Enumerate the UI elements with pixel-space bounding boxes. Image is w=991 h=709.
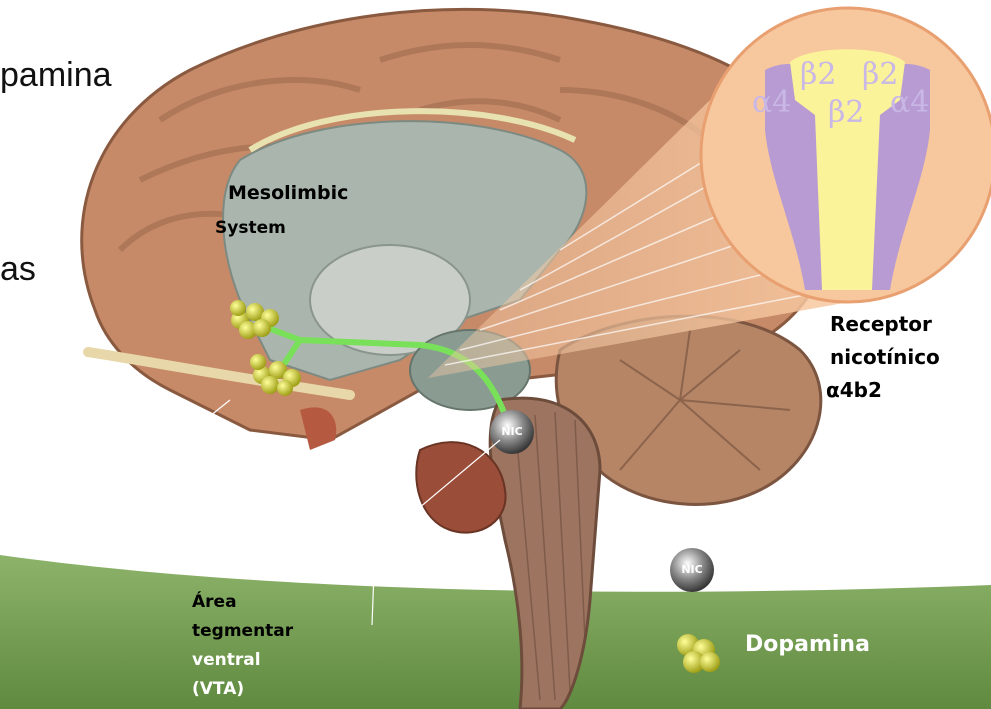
vta-label-line4: (VTA): [192, 679, 244, 699]
vta-label-line2: tegmentar: [192, 621, 293, 641]
slide-text-partial: as: [0, 250, 36, 289]
mesolimbic-label: Mesolimbic: [228, 182, 348, 204]
vta-label-line1: Área: [192, 592, 237, 612]
slide-text-dopamina-partial: pamina: [0, 56, 112, 95]
receptor-label-line3: α4b2: [826, 378, 882, 402]
dopamina-legend-label: Dopamina: [745, 632, 870, 657]
receptor-label-line2: nicotínico: [830, 345, 940, 369]
left-leader-line: [130, 400, 230, 480]
system-label: System: [215, 218, 286, 238]
receptor-label-line1: Receptor: [830, 312, 932, 336]
nic-label-brain: NIC: [495, 425, 529, 438]
vta-label-line3: ventral: [192, 650, 261, 670]
nic-label-legend: NIC: [675, 563, 709, 576]
